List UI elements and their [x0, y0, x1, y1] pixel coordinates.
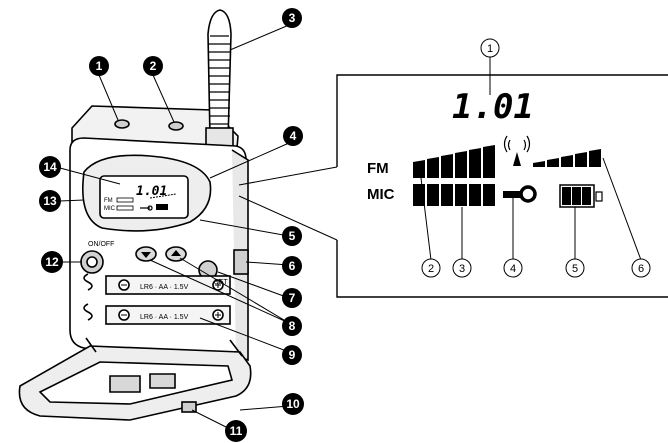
callout-2: 2 — [150, 59, 157, 73]
antenna-icon — [503, 135, 531, 166]
fm-label: FM — [367, 160, 389, 177]
display-callout-3: 3 — [459, 263, 465, 275]
callout-14: 14 — [43, 160, 57, 174]
callout-8: 8 — [289, 319, 296, 333]
callout-10: 10 — [286, 397, 300, 411]
battery-label-2: LR6 · AA · 1.5V — [140, 314, 189, 321]
battery-icon — [559, 184, 603, 208]
display-leader-lines — [420, 57, 642, 261]
callout-12: 12 — [45, 255, 59, 269]
display-callout-4: 4 — [510, 263, 516, 275]
display-callouts: 1 2 3 4 5 6 — [421, 38, 651, 278]
callout-3: 3 — [289, 11, 296, 25]
display-callout-5: 5 — [572, 263, 578, 275]
callout-6: 6 — [289, 259, 296, 273]
battery-label-1: LR6 · AA · 1.5V — [140, 284, 189, 291]
mini-fm: FM — [104, 198, 113, 204]
lcd-display: 1.01 FM MIC — [367, 87, 603, 208]
mic-level-meter — [413, 184, 495, 206]
mini-display: 1.01 FM MIC — [104, 184, 177, 212]
callout-5: 5 — [289, 229, 296, 243]
fm-level-meter — [413, 145, 495, 178]
device-leader-lines — [59, 24, 290, 433]
callout-11: 11 — [230, 424, 243, 438]
zoom-outline — [238, 74, 668, 298]
channel-readout: 1.01 — [452, 87, 534, 127]
mini-channel: 1.01 — [136, 184, 167, 199]
antenna — [205, 9, 234, 151]
mini-mic: MIC — [104, 206, 116, 212]
on-off-label: ON/OFF — [88, 241, 114, 248]
rf-level-meter — [533, 149, 601, 167]
transmitter-device — [18, 9, 252, 421]
mic-label: MIC — [367, 186, 395, 203]
key-lock-icon — [503, 185, 537, 203]
callout-1: 1 — [96, 59, 103, 73]
display-callout-6: 6 — [638, 263, 644, 275]
device-callouts: 1 2 3 4 5 6 7 8 9 10 11 12 13 14 — [39, 8, 304, 442]
display-callout-1: 1 — [487, 43, 493, 55]
display-callout-2: 2 — [428, 263, 434, 275]
callout-9: 9 — [289, 348, 296, 362]
callout-7: 7 — [289, 291, 296, 305]
callout-13: 13 — [43, 194, 57, 208]
callout-4: 4 — [290, 129, 297, 143]
